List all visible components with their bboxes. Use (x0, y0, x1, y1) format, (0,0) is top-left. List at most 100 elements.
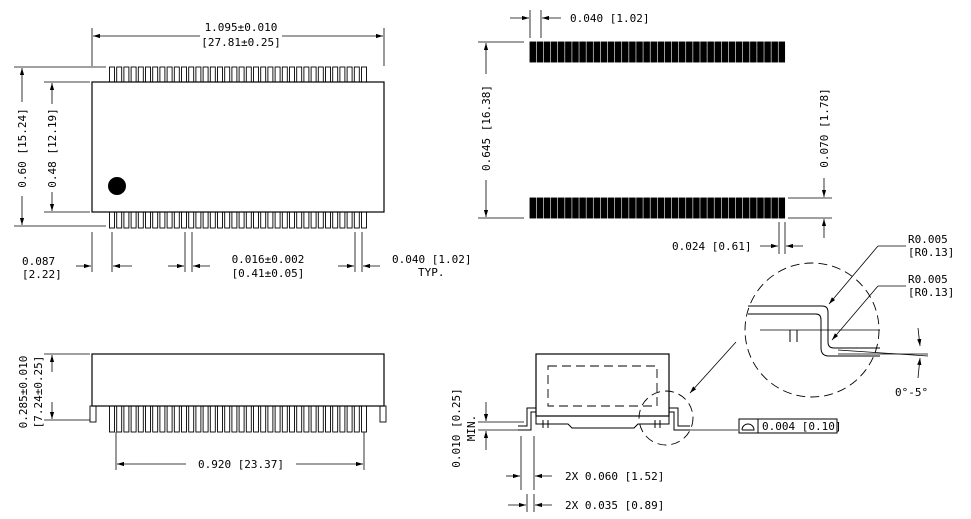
pin-top-upper (166, 66, 173, 83)
footprint-pad (735, 197, 743, 219)
footprint-pad (757, 41, 764, 63)
pin-side (166, 405, 173, 433)
pin-side (332, 405, 339, 433)
footprint-pad (728, 41, 736, 63)
footprint-pad (643, 197, 650, 219)
footprint-pad (550, 41, 558, 63)
dim-pad-length: 0.070 [1.78] (788, 88, 832, 238)
footprint-pad (579, 197, 586, 219)
side-pins (89, 405, 387, 433)
pin-top-lower (245, 211, 252, 229)
footprint-pad (714, 41, 722, 63)
pin-top-upper (116, 66, 123, 83)
pin-top-upper (130, 66, 137, 83)
detail-radius-2-label: R0.005 (908, 273, 948, 286)
pin-side (296, 405, 303, 433)
pin-top-upper (202, 66, 209, 83)
footprint-pad (607, 41, 615, 63)
footprint-pad (778, 197, 786, 219)
pin-side (188, 405, 195, 433)
footprint-pad (636, 197, 643, 219)
footprint-pad (536, 41, 544, 63)
pin-top-upper (173, 66, 180, 83)
footprint-pad (600, 197, 608, 219)
pin-top-lower (339, 211, 346, 229)
detail-lead-bottom (748, 313, 880, 357)
footprint-pad (678, 41, 686, 63)
footprint-pad (700, 41, 707, 63)
pin-side (310, 405, 317, 433)
dim-pad-width: 0.040 [1.02] (510, 10, 649, 38)
pin-top-lower (289, 211, 295, 229)
pin-side (123, 405, 130, 433)
dim-side-span: 0.920 [23.37] (115, 432, 365, 471)
pin-side (274, 405, 281, 433)
dim-row-span: 0.645 [16.38] (478, 41, 524, 219)
pin-top-lower (202, 211, 209, 229)
pin-side (137, 405, 144, 433)
pin-top-upper (267, 66, 274, 83)
footprint-pad (650, 41, 657, 63)
footprint-pad (721, 41, 729, 63)
dim-side-height: 0.285±0.010 [7.24±0.25] (17, 353, 90, 429)
footprint-pad (664, 197, 672, 219)
footprint-pad (593, 41, 601, 63)
pin-top-lower (253, 211, 259, 229)
pin-top-lower (173, 211, 180, 229)
pin-top-upper (281, 66, 288, 83)
footprint-pad (622, 41, 629, 63)
dim-pad-gap: 0.024 [0.61] (672, 222, 803, 254)
dim-length: 1.095±0.010 [27.81±0.25] (91, 21, 385, 66)
hidden-cavity (547, 365, 658, 407)
pin-top-lower (325, 211, 331, 229)
pin-top-upper (346, 66, 353, 83)
detail-radius-1-mm-label: [R0.13] (908, 246, 954, 259)
footprint-pad (586, 41, 593, 63)
pin1-marker (108, 177, 126, 195)
dim-side-height-mm-label: [7.24±0.25] (32, 356, 45, 429)
pin-side (353, 405, 360, 433)
pin-top-lower (159, 211, 166, 229)
dim-height-outer: 0.60 [15.24] (14, 66, 106, 227)
top-pins-lower (109, 211, 367, 229)
dim-height-inner-label: 0.48 [12.19] (46, 108, 59, 187)
pin-top-lower (346, 211, 353, 229)
pin-side (195, 405, 202, 433)
pin-top-lower (224, 211, 231, 229)
footprint-pad (565, 197, 572, 219)
pin-top-lower (209, 211, 216, 229)
detail-angle-label: 0°-5° (895, 386, 928, 399)
pin-top-lower (137, 211, 144, 229)
footprint-pad (657, 197, 665, 219)
pin-top-lower (267, 211, 274, 229)
dim-length-mm-label: [27.81±0.25] (201, 36, 280, 49)
pin-side (109, 405, 115, 433)
dim-lead-b-label: 2X 0.035 [0.89] (565, 499, 664, 512)
pin-top-lower (109, 211, 115, 229)
pin-side (130, 405, 137, 433)
lead-right (669, 407, 690, 427)
footprint-pad (550, 197, 558, 219)
package-body-end (535, 353, 670, 417)
pin-top-upper (188, 66, 195, 83)
pin-top-lower (310, 211, 317, 229)
footprint-pad (579, 41, 586, 63)
footprint-pad (643, 41, 650, 63)
detail-lead-top (748, 305, 880, 349)
footprint-pad (629, 197, 636, 219)
pin-side (260, 405, 267, 433)
pin-top-upper (123, 66, 130, 83)
footprint-pad (593, 197, 601, 219)
dim-standoff: 0.010 [0.25] MIN. (450, 388, 524, 468)
pin-top-lower (145, 211, 151, 229)
dim-pad-gap-label: 0.024 [0.61] (672, 240, 751, 253)
dim-pad-width-label: 0.040 [1.02] (570, 12, 649, 25)
pin-top-lower (166, 211, 173, 229)
coplanarity-label: 0.004 [0.10] (762, 420, 841, 433)
pin-top-lower (353, 211, 360, 229)
pin-top-lower (116, 211, 123, 229)
pin-top-upper (209, 66, 216, 83)
pin-top-upper (245, 66, 252, 83)
footprint-pad (664, 41, 672, 63)
pin-top-upper (317, 66, 324, 83)
